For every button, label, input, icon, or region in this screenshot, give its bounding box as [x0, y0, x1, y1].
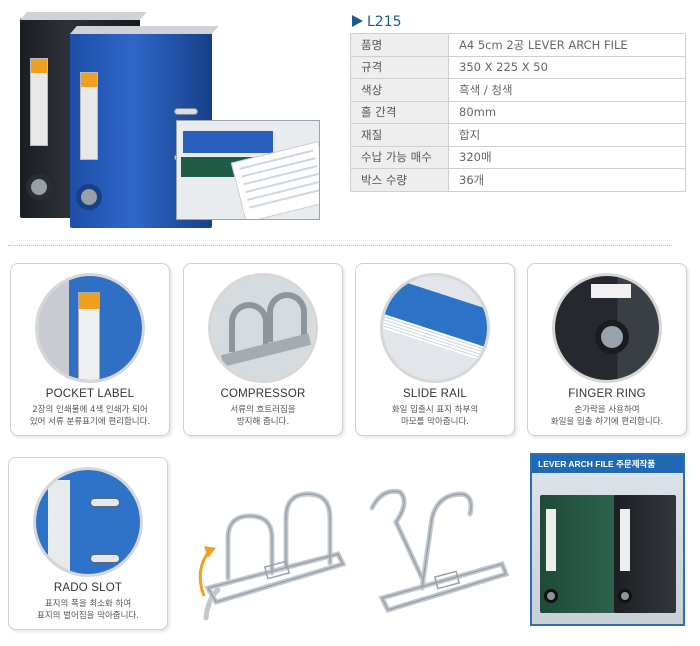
- order-made-photo: LEVER ARCH FILE 주문제작품: [530, 453, 685, 626]
- binder-in-use-photo: [176, 120, 320, 220]
- black-binder-image: [614, 495, 676, 613]
- feature-desc: 화일 입출시 표지 하부의 마모를 막아줍니다.: [356, 404, 514, 428]
- spec-label: 품명: [350, 33, 449, 57]
- rado-slot-image: [33, 467, 143, 577]
- lever-mechanism-open-illustration: [369, 488, 510, 614]
- feature-desc: 손가락을 사용하여 화일을 입출 하기에 편리합니다.: [528, 404, 686, 428]
- feature-card-slide-rail: SLIDE RAIL 화일 입출시 표지 하부의 마모를 막아줍니다.: [355, 263, 515, 436]
- feature-title: SLIDE RAIL: [403, 388, 467, 400]
- feature-card-rado-slot: RADO SLOT 표지의 폭을 최소화 하여 표지의 벌어짐을 막아줍니다.: [8, 457, 168, 630]
- spec-label: 규격: [350, 55, 449, 79]
- feature-title: POCKET LABEL: [45, 388, 135, 400]
- feature-title: FINGER RING: [568, 388, 646, 400]
- spec-label: 재질: [350, 123, 449, 147]
- feature-card-pocket-label: POCKET LABEL 2장의 인쇄물에 4색 인쇄가 되어 있어 서류 분류…: [10, 263, 170, 436]
- spec-label: 수납 가능 매수: [350, 145, 449, 169]
- spec-value: 320매: [448, 145, 686, 169]
- feature-desc-line: 표지의 폭을 최소화 하여: [44, 599, 132, 609]
- spec-value: 80mm: [448, 100, 686, 124]
- feature-desc: 2장의 인쇄물에 4색 인쇄가 되어 있어 서류 분류표기에 편리합니다.: [11, 404, 169, 428]
- feature-desc-line: 마모를 막아줍니다.: [401, 417, 469, 427]
- finger-ring-image: [552, 273, 662, 383]
- feature-title: RADO SLOT: [53, 582, 123, 594]
- model-code: L215: [367, 14, 402, 30]
- spec-label: 박스 수량: [350, 168, 449, 192]
- spec-value: 36개: [448, 168, 686, 192]
- triangle-right-icon: [352, 15, 363, 27]
- product-photo: [12, 10, 322, 228]
- feature-desc-line: 손가락을 사용하여: [574, 405, 640, 415]
- feature-desc-line: 있어 서류 분류표기에 편리합니다.: [29, 417, 151, 427]
- model-heading: L215: [352, 14, 402, 30]
- feature-desc-line: 표지의 벌어짐을 막아줍니다.: [37, 611, 139, 621]
- feature-desc-line: 화일을 입출 하기에 편리합니다.: [550, 417, 664, 427]
- feature-desc-line: 화일 입출시 표지 하부의: [391, 405, 479, 415]
- section-divider: [8, 245, 672, 246]
- spec-value: 350 X 225 X 50: [448, 55, 686, 79]
- lever-mechanism-closed-illustration: [198, 491, 347, 621]
- spec-value: 합지: [448, 123, 686, 147]
- order-made-title: LEVER ARCH FILE 주문제작품: [532, 455, 683, 473]
- feature-desc-line: 2장의 인쇄물에 4색 인쇄가 되어: [32, 405, 148, 415]
- feature-desc-line: 서류의 흐트러짐을: [230, 405, 296, 415]
- spec-label: 홀 간격: [350, 100, 449, 124]
- pocket-label-image: [35, 273, 145, 383]
- feature-title: COMPRESSOR: [220, 388, 306, 400]
- green-binder-image: [540, 495, 624, 613]
- spec-value: A4 5cm 2공 LEVER ARCH FILE: [448, 33, 686, 57]
- feature-card-compressor: COMPRESSOR 서류의 흐트러짐을 방지해 줍니다.: [183, 263, 343, 436]
- spec-label: 색상: [350, 78, 449, 102]
- feature-card-finger-ring: FINGER RING 손가락을 사용하여 화일을 입출 하기에 편리합니다.: [527, 263, 687, 436]
- feature-desc: 표지의 폭을 최소화 하여 표지의 벌어짐을 막아줍니다.: [9, 598, 167, 622]
- slide-rail-image: [380, 273, 490, 383]
- feature-desc: 서류의 흐트러짐을 방지해 줍니다.: [184, 404, 342, 428]
- spec-value: 흑색 / 청색: [448, 78, 686, 102]
- feature-desc-line: 방지해 줍니다.: [236, 417, 290, 427]
- compressor-image: [208, 273, 318, 383]
